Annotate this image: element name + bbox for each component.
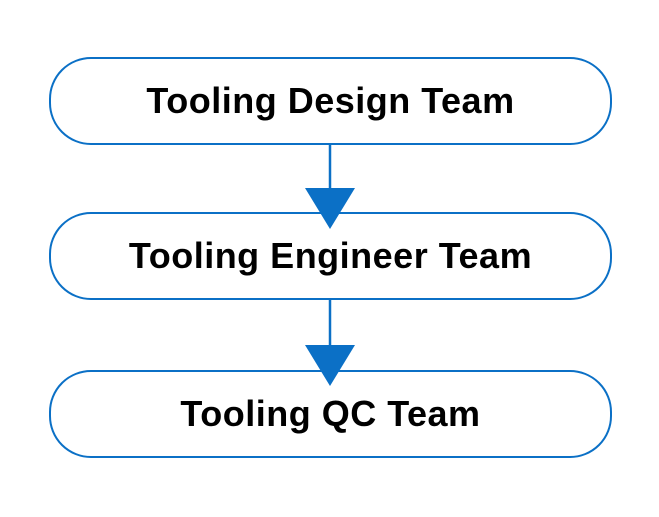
arrow-engineer-to-qc [305, 300, 355, 386]
node-tooling-engineer-team-label: Tooling Engineer Team [128, 235, 533, 276]
arrow-design-to-engineer [305, 145, 355, 229]
node-tooling-design-team-label: Tooling Design Team [146, 80, 515, 121]
arrowhead-down-icon [305, 345, 355, 386]
arrowhead-down-icon [305, 188, 355, 229]
node-tooling-qc-team-label: Tooling QC Team [180, 393, 481, 434]
node-tooling-design-team: Tooling Design Team [49, 57, 612, 145]
